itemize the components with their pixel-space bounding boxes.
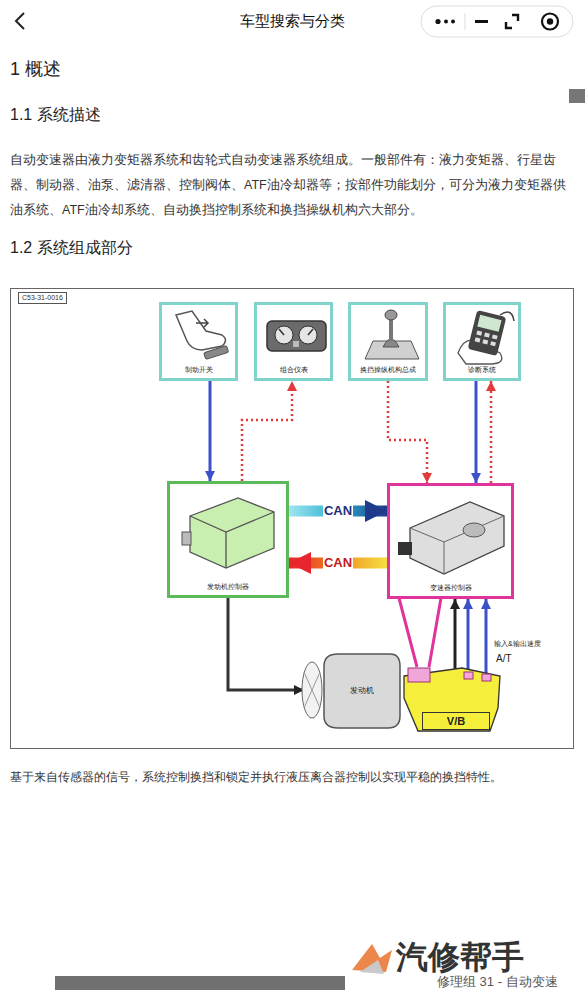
signal-connector [475, 381, 478, 483]
capsule-divider [465, 13, 466, 30]
path-shape [500, 312, 514, 321]
circle-shape [299, 326, 317, 344]
rect-shape [182, 532, 191, 545]
line-shape [308, 329, 313, 335]
node-label: 制动开关 [185, 366, 213, 374]
rect-shape [475, 337, 481, 342]
capsule [421, 6, 573, 37]
path-shape [360, 960, 384, 974]
rect-shape [490, 341, 496, 346]
node-label: 变速器控制器 [430, 584, 472, 592]
rect-shape [293, 341, 299, 347]
minimize-icon [475, 20, 488, 23]
close-icon [542, 14, 558, 30]
signal-connector [242, 381, 292, 481]
node-label: 换挡操纵机构总成 [360, 366, 416, 374]
node-label: 组合仪表 [280, 366, 308, 374]
section-heading: 1 概述 [10, 60, 310, 80]
rect-shape [482, 674, 491, 681]
back-icon [16, 13, 24, 29]
circle-shape [444, 20, 448, 24]
signal-label: 输入&输出速度 [493, 640, 542, 648]
rect-shape [477, 315, 501, 332]
component-box: 换挡操纵机构总成 [348, 302, 428, 381]
scrollbar [55, 976, 345, 990]
controller-box: 变速器控制器 [387, 483, 514, 599]
ellipse-shape [302, 662, 322, 718]
ellipse-shape [385, 310, 397, 320]
path-shape [410, 502, 504, 574]
line-shape [279, 329, 284, 335]
rect-shape [464, 672, 473, 679]
path-shape [304, 672, 320, 708]
node-label: V/B [447, 715, 465, 728]
signal-connector [467, 599, 470, 672]
rect-shape [482, 339, 488, 344]
bus-label: CAN [323, 504, 353, 518]
path-shape [324, 654, 400, 728]
ellipse-shape [463, 523, 485, 537]
rect-shape [398, 542, 412, 555]
g-shape [468, 310, 507, 356]
section-heading: 1.1 系统描述 [10, 106, 310, 124]
circle-shape [435, 19, 440, 24]
transmission-figure: A/TV/B [402, 668, 500, 732]
node-label: A/T [496, 653, 512, 665]
node-label: 诊断系统 [468, 366, 496, 374]
rect-shape [476, 331, 482, 336]
figure-code: C53-31-0016 [18, 292, 67, 304]
signal-connector [228, 598, 304, 690]
callout-pointer [399, 598, 441, 667]
node-label: 发动机控制器 [207, 583, 249, 591]
path-shape [176, 311, 226, 350]
side-tab [569, 89, 585, 103]
signal-connector [209, 381, 212, 481]
page-title: 车型搜索与分类 [0, 12, 585, 31]
expand-icon [506, 15, 518, 28]
more-icon [435, 19, 455, 24]
diagram-frame [11, 289, 574, 749]
signal-connector [388, 381, 427, 483]
controller-box: 发动机控制器 [167, 481, 289, 598]
component-box: 诊断系统 [443, 302, 521, 381]
body-paragraph: 自动变速器由液力变矩器系统和齿轮式自动变速器系统组成。一般部件有：液力变矩器、行… [10, 148, 578, 223]
rect-shape [267, 321, 326, 351]
watermark-logo [352, 944, 392, 974]
bus-label: CAN [323, 556, 353, 570]
rect-shape [492, 334, 498, 339]
rect-shape [204, 345, 229, 359]
speed-signal-line [485, 599, 488, 674]
path-shape [190, 512, 274, 568]
path-shape [190, 498, 274, 568]
diagram-note: 基于来自传感器的信号，系统控制换挡和锁定并执行液压离合器控制以实现平稳的换挡特性… [10, 767, 575, 787]
rect-shape [408, 668, 430, 682]
engine-figure: 发动机 [300, 652, 400, 730]
close-icon-dot [547, 18, 553, 24]
watermark: 汽修帮手 [396, 940, 524, 975]
circle-shape [275, 326, 293, 344]
rect-shape [468, 310, 507, 356]
path-shape [404, 668, 500, 731]
node-label: 发动机 [350, 686, 374, 695]
valve-body-box: V/B [422, 712, 490, 730]
component-box: 组合仪表 [254, 302, 333, 381]
component-box: 制动开关 [159, 302, 238, 381]
signal-connector [490, 381, 493, 483]
path-shape [410, 516, 504, 574]
top-bar [0, 0, 585, 42]
footer-text: 修理组 31 - 自动变速 [437, 975, 558, 989]
circle-shape [451, 20, 455, 24]
section-heading: 1.2 系统组成部分 [10, 239, 310, 257]
path-shape [196, 319, 208, 327]
rect-shape [484, 333, 490, 338]
